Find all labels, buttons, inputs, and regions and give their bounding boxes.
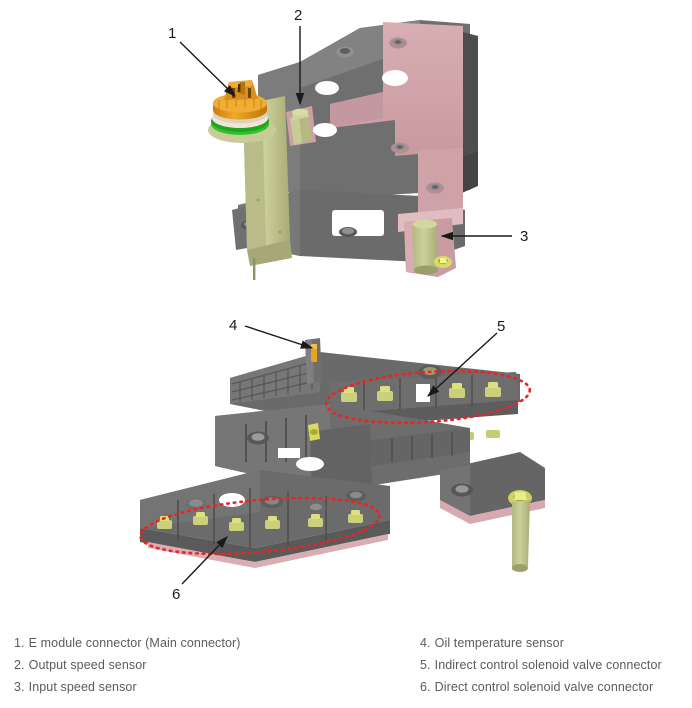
legend-item-4-label: Oil temperature sensor (434, 636, 564, 650)
oil-temperature-sensor (305, 338, 322, 384)
legend-item-3: 3. Input speed sensor (14, 680, 241, 702)
callout-number-4: 4 (229, 317, 237, 334)
legend-item-6: 6. Direct control solenoid valve connect… (420, 680, 662, 702)
legend-column-left: 1. E module connector (Main connector) 2… (14, 636, 241, 702)
legend-item-2: 2. Output speed sensor (14, 658, 241, 680)
e-module-connector (208, 80, 276, 143)
legend-item-1-label: E module connector (Main connector) (28, 636, 241, 650)
legend-item-1: 1. E module connector (Main connector) (14, 636, 241, 658)
highlight-ellipse-indirect (324, 369, 532, 425)
highlight-ellipse-direct (139, 496, 381, 556)
legend-item-1-number: 1. (14, 636, 25, 650)
callout-numbers-upper: 1 2 3 (168, 7, 528, 245)
technical-illustration: 1 2 3 (139, 7, 545, 603)
legend-item-6-number: 6. (420, 680, 431, 694)
lower-assembly: 4 5 6 (139, 317, 545, 603)
legend-item-5-number: 5. (420, 658, 431, 672)
right-arm-and-tube (440, 452, 545, 572)
output-speed-sensor (290, 108, 312, 145)
legend-item-3-label: Input speed sensor (28, 680, 137, 694)
input-speed-sensor (412, 219, 452, 275)
lower-left-deck (140, 470, 390, 568)
callout-leaders-lower (181, 325, 498, 585)
legend-item-3-number: 3. (14, 680, 25, 694)
callout-number-5: 5 (497, 318, 505, 335)
callout-number-6: 6 (172, 586, 180, 603)
callout-number-2: 2 (294, 7, 302, 24)
upper-assembly: 1 2 3 (168, 7, 528, 280)
callout-numbers-lower: 4 5 6 (172, 317, 505, 603)
callout-number-3: 3 (520, 228, 528, 245)
callout-leaders-upper (179, 26, 512, 241)
legend-item-4: 4. Oil temperature sensor (420, 636, 662, 658)
legend-item-4-number: 4. (420, 636, 431, 650)
direct-solenoid-terminals (157, 510, 363, 531)
legend-item-5: 5. Indirect control solenoid valve conne… (420, 658, 662, 680)
legend-item-6-label: Direct control solenoid valve connector (434, 680, 654, 694)
carrier-mid-body (215, 404, 470, 494)
callout-number-1: 1 (168, 25, 176, 42)
legend-item-2-label: Output speed sensor (28, 658, 147, 672)
legend: 1. E module connector (Main connector) 2… (0, 636, 692, 708)
legend-item-5-label: Indirect control solenoid valve connecto… (434, 658, 662, 672)
legend-item-2-number: 2. (14, 658, 25, 672)
legend-column-right: 4. Oil temperature sensor 5. Indirect co… (420, 636, 662, 702)
